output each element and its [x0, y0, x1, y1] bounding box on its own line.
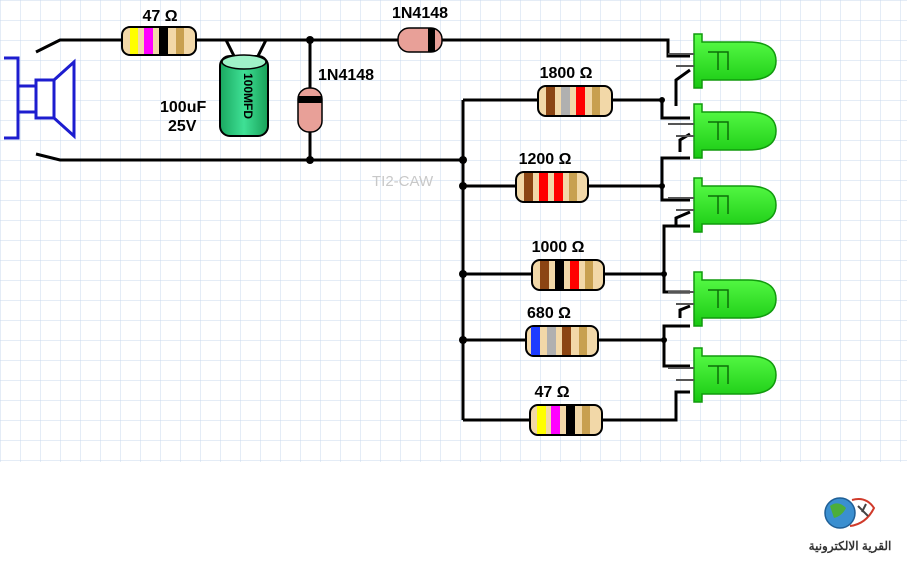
led-4	[668, 271, 777, 327]
label-diode-shunt: 1N4148	[318, 67, 374, 84]
label-cap-value: 100uF	[160, 99, 206, 116]
logo	[824, 497, 876, 529]
cap-marking: 100MFD	[241, 73, 255, 119]
led-2	[668, 103, 777, 159]
watermark: TI2-CAW	[372, 173, 434, 190]
resistor-1200	[515, 171, 589, 203]
label-r2: 1200 Ω	[519, 151, 572, 168]
speaker-icon	[4, 56, 76, 140]
led-3	[668, 177, 777, 233]
label-r-input: 47 Ω	[142, 8, 177, 25]
label-diode-top: 1N4148	[392, 5, 448, 22]
label-r4: 680 Ω	[527, 305, 571, 322]
junction-dots	[306, 36, 667, 344]
resistor-1000	[531, 259, 605, 291]
logo-text: القرية الالكترونية	[809, 539, 892, 554]
resistor-680	[525, 325, 599, 357]
label-cap-voltage: 25V	[168, 118, 197, 135]
diode-shunt	[297, 87, 323, 133]
resistor-1800	[537, 85, 613, 117]
resistor-input	[121, 26, 197, 56]
wires	[35, 38, 691, 422]
led-5	[668, 347, 777, 403]
capacitor: 100MFD	[219, 54, 269, 137]
label-r1: 1800 Ω	[540, 65, 593, 82]
diode-top	[397, 27, 443, 53]
led-1	[668, 33, 777, 89]
label-r3: 1000 Ω	[532, 239, 585, 256]
label-r5: 47 Ω	[534, 384, 569, 401]
resistor-47	[529, 404, 603, 436]
